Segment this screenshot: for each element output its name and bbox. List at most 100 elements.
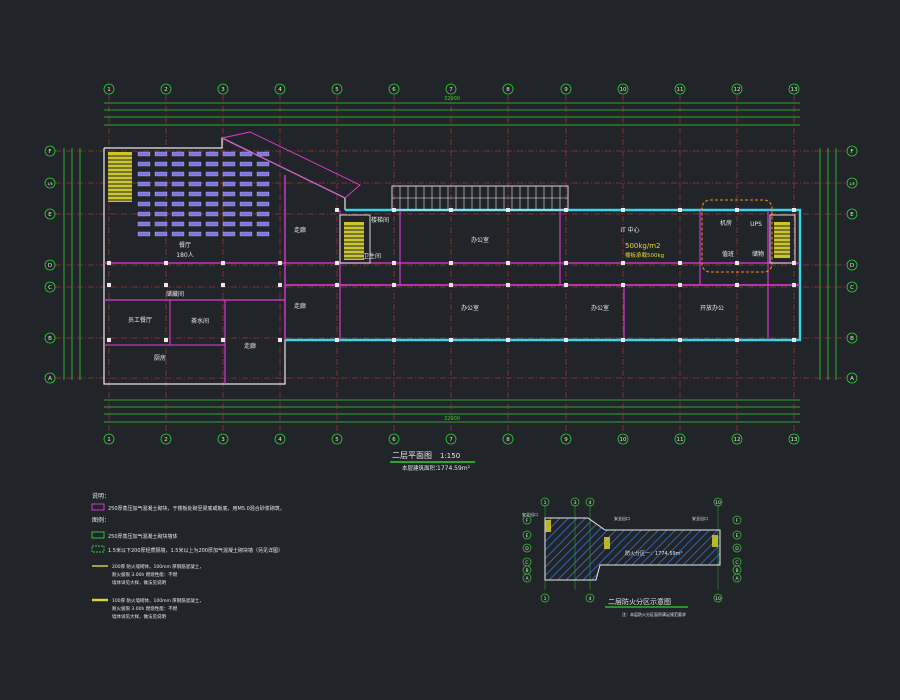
row-bubble-left: [44, 208, 56, 220]
grid-label-top: 2: [164, 87, 168, 93]
inset-row-label-left: F: [526, 518, 529, 524]
structural-column: [735, 283, 739, 287]
structural-column: [621, 283, 625, 287]
row-bubble-right: [846, 281, 858, 293]
inset-row-label-left: A: [525, 576, 529, 582]
inset-row-label-left: C: [525, 560, 528, 566]
grid-bubble-bottom: [217, 433, 229, 445]
inset-row-label-right: D: [735, 546, 739, 552]
room-label-stairs-office: 楼梯间: [371, 216, 389, 224]
grid-bubble-bottom: [502, 433, 514, 445]
grid-bubble-top: [788, 83, 800, 95]
row-label-left: F: [48, 149, 51, 155]
room-label-it-center: IT 中心: [620, 226, 639, 234]
room-label-duty: 值班: [722, 250, 734, 258]
inset-bubble-top: [585, 497, 595, 507]
row-label-left: E: [48, 212, 52, 218]
area-value: 1774.59m²: [437, 465, 471, 472]
structural-column: [564, 208, 568, 212]
structural-column: [392, 261, 396, 265]
grid-bubble-bottom: [560, 433, 572, 445]
exit-label-3: 安全出口: [692, 515, 708, 521]
note-1: 250厚蒸压加气混凝土砌块，于楼板处砌至梁底或板底，用M5.0混合砂浆砌筑。: [108, 505, 285, 512]
inset-bubble-top: [713, 497, 723, 507]
structural-column: [278, 283, 282, 287]
structural-columns: [107, 208, 796, 342]
row-bubble-right: [846, 208, 858, 220]
room-label-open-office: 开放办公: [700, 304, 724, 312]
row-label-left: D: [48, 263, 52, 269]
grid-bubble-bottom: [274, 433, 286, 445]
inset-row-bubble-left: [522, 543, 532, 553]
room-label-dining: 员工餐厅: [128, 316, 152, 324]
room-label-storage: 储藏间: [166, 290, 184, 298]
inset-row-bubble-right: [732, 573, 742, 583]
row-label-right: D: [850, 263, 854, 269]
structural-column: [335, 208, 339, 212]
grid-label-top: 10: [620, 87, 627, 93]
room-label-office1: 办公室: [471, 236, 489, 244]
row-label-right: 1/E: [849, 182, 855, 186]
inset-label-bottom: 10: [715, 596, 721, 602]
grid-label-top: 9: [564, 87, 568, 93]
drawing-title: 二层平面图: [392, 451, 432, 460]
row-bubble-right: [846, 372, 858, 384]
inset-row-label-right: A: [735, 576, 739, 582]
exit-marker-2: [604, 537, 610, 549]
structural-column: [735, 338, 739, 342]
inset-row-label-left: D: [525, 546, 529, 552]
structural-column: [792, 283, 796, 287]
grid-label-top: 11: [677, 87, 684, 93]
stair-right: [774, 222, 790, 258]
room-label-corridor: 走廊: [294, 226, 306, 234]
fire-zone-area: [544, 517, 721, 581]
inset-row-bubble-right: [732, 530, 742, 540]
row-bubble-left: [44, 332, 56, 344]
structural-column: [392, 208, 396, 212]
structural-column: [221, 261, 225, 265]
room-label-hall-capacity: 180人: [176, 252, 193, 259]
overall-dimension-bottom: 32900: [444, 416, 460, 422]
grid-label-bottom: 1: [107, 437, 111, 443]
structural-column: [564, 283, 568, 287]
exit-label-2: 安全出口: [614, 515, 630, 521]
structural-column: [107, 283, 111, 287]
note-4c: 墙体详见大样，做法见说明: [112, 579, 166, 586]
structural-column: [678, 283, 682, 287]
row-bubble-right: [846, 177, 858, 189]
structural-column: [392, 283, 396, 287]
grid-label-bottom: 7: [449, 437, 453, 443]
room-label-office3: 办公室: [591, 304, 609, 312]
overall-dimension-top: 32900: [444, 96, 460, 102]
grid-label-top: 6: [392, 87, 396, 93]
inset-row-label-left: B: [525, 568, 528, 574]
room-label-wc: 卫生间: [363, 252, 381, 260]
grid-bubble-bottom: [674, 433, 686, 445]
inset-row-label-right: B: [735, 568, 738, 574]
structural-column: [506, 208, 510, 212]
inset-label-top: 4: [589, 500, 592, 506]
notes-subheading: 图例：: [92, 516, 110, 524]
grid-label-bottom: 8: [506, 437, 510, 443]
structural-column: [621, 208, 625, 212]
row-bubble-left: [44, 145, 56, 157]
grid-label-bottom: 10: [620, 437, 627, 443]
grid-label-bottom: 11: [677, 437, 684, 443]
structural-column: [792, 261, 796, 265]
structural-column: [221, 338, 225, 342]
grid-label-top: 3: [221, 87, 225, 93]
structural-column: [164, 261, 168, 265]
row-bubble-left: [44, 177, 56, 189]
inset-label-top: 1: [544, 500, 547, 506]
room-label-ups: UPS: [750, 221, 762, 228]
inset-label-bottom: 4: [589, 596, 592, 602]
exit-marker-3: [712, 535, 718, 547]
exit-label-1: 安全出口: [522, 511, 538, 517]
row-label-left: 1/E: [47, 182, 53, 186]
inset-note: 注：本层防火分区面积满足规范要求: [622, 611, 686, 617]
room-label-office2: 办公室: [461, 304, 479, 312]
structural-column: [221, 283, 225, 287]
